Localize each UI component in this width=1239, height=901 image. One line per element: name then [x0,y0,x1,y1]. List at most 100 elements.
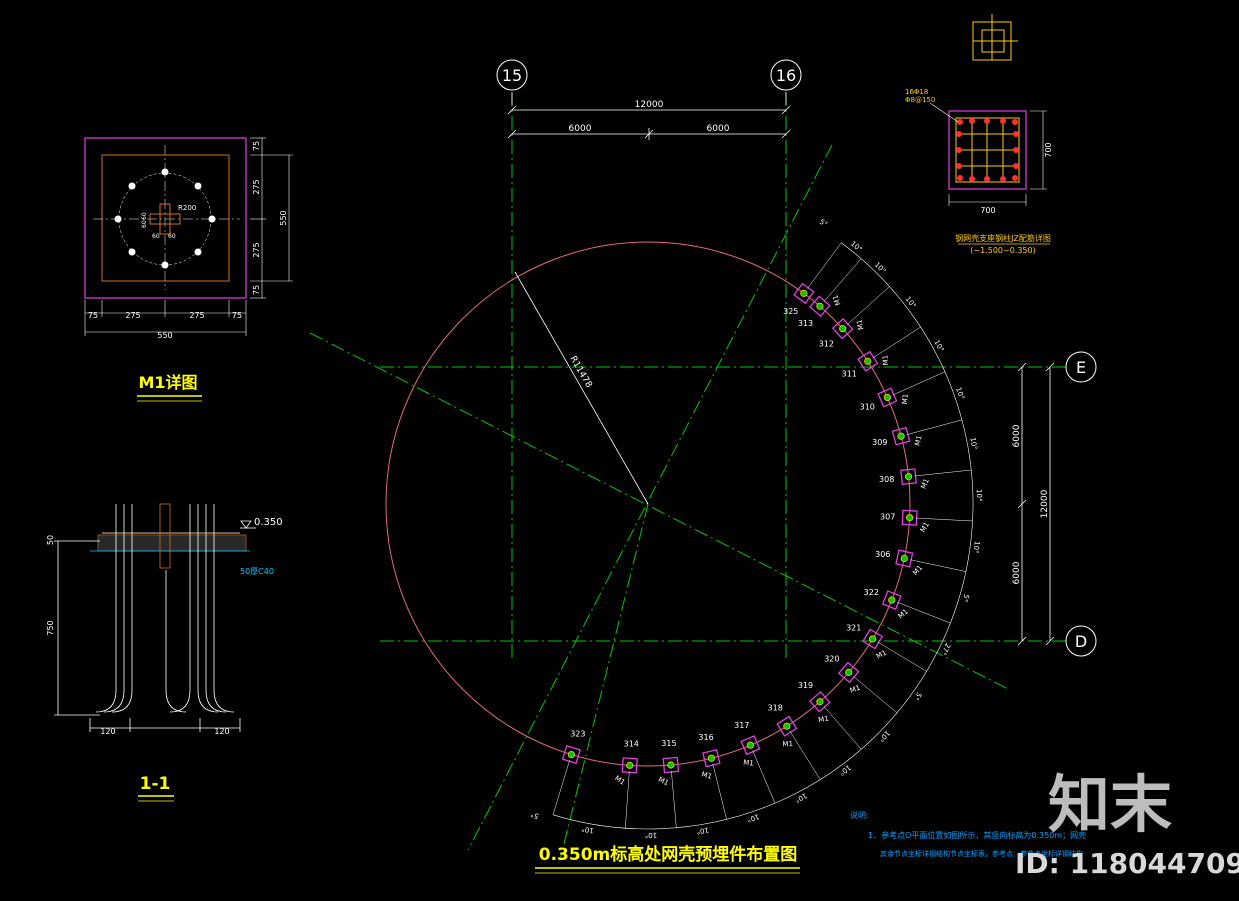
node-325: 325 [783,282,815,316]
column-section [929,102,1047,206]
svg-text:16: 16 [776,66,796,85]
svg-text:E: E [1076,358,1086,377]
column-key-plan-icon [972,14,1018,61]
node-id-label: 308 [879,475,894,484]
axis-bubble-15: 15 [496,59,528,105]
svg-text:15: 15 [502,66,522,85]
node-id-label: 312 [819,339,834,348]
dim-right-total: 12000 [1040,489,1050,518]
angle-label: 10° [873,261,887,275]
notes-head: 说明: [850,810,869,820]
angle-label: 10° [904,295,918,310]
angle-label: 10° [849,240,864,254]
section-elevation: 0.350 [254,517,283,528]
radius-label: R11478 [567,355,593,390]
node-plate-label: M1 [919,477,931,490]
node-id-label: 317 [734,721,749,730]
column-caption: 钢网壳支座钢柱JZ配筋详图 [955,233,1051,243]
section-dim-120b: 120 [214,727,229,736]
node-plate-label: M1 [782,740,793,748]
section-dim-120a: 120 [100,727,115,736]
watermark-id: ID: 1180447091 [1015,847,1239,880]
svg-text:75: 75 [252,285,261,295]
node-plate-label: M1 [913,435,923,447]
angle-tick [915,517,973,522]
angle-label: 10° [932,339,945,354]
angle-label: 10° [877,729,891,743]
node-plate-label: M1 [911,564,924,577]
svg-text:60: 60 [141,220,148,228]
svg-text:D: D [1075,632,1087,651]
angle-label: 10° [971,541,981,554]
column-caption-range: (−1.500~0.350) [970,246,1035,255]
radius-line [514,271,649,505]
node-id-label: 310 [860,402,875,411]
angle-tick [906,419,962,435]
section-dim-50: 50 [46,535,55,545]
angle-tick [752,750,776,804]
node-id-label: 325 [783,307,798,316]
dim-right-lower: 6000 [1012,561,1022,584]
node-plate-label: M1 [901,393,910,404]
node-id-label: 306 [875,550,890,559]
section-note: 50厚C40 [240,567,274,576]
svg-text:275: 275 [252,242,261,257]
node-id-label: 322 [864,588,879,597]
axis-bubble-D: D [1065,625,1097,657]
angle-dimension-arcs: 5°10°10°10°10°10°10°10°10°5°27°5°10°10°1… [530,218,983,839]
notes-line1: 1、参考点O平面位置如图所示，其竖向标高为0.350m；网壳 [868,830,1086,840]
svg-text:75: 75 [232,311,242,320]
svg-text:275: 275 [252,179,261,194]
svg-text:550: 550 [157,331,172,340]
angle-tick [853,676,898,714]
angle-tick [789,731,821,780]
node-plate-label: M1 [849,684,862,695]
svg-text:R200: R200 [178,204,196,212]
angle-label: 10° [581,824,595,834]
angle-label: 10° [793,791,808,804]
dims-right [1017,362,1055,646]
node-id-label: 307 [880,513,895,522]
grid-lines [309,92,1070,861]
angle-tick [877,641,927,672]
node-id-label: 316 [698,733,713,742]
m1-detail: R200 60 60 60 60 75 275 275 75 550 75 27… [84,137,293,340]
dim-top-left: 6000 [569,124,592,134]
dim-top-total: 12000 [635,100,664,110]
svg-text:550: 550 [279,210,288,225]
node-plate-label: M1 [700,770,712,781]
column-rebar-main: 16Φ18 [905,88,928,96]
node-plate-label: M1 [881,355,890,366]
angle-tick [914,469,972,477]
dims-top [507,105,791,140]
angle-tick [807,242,842,289]
angle-tick [872,326,921,359]
node-plate-label: M1 [743,758,754,767]
node-311: 311 M1 [842,350,890,378]
angle-tick [552,760,570,815]
section-title: 1-1 [140,774,171,794]
node-id-label: 321 [846,624,861,633]
node-id-label: 309 [872,438,887,447]
node-309: 309 M1 [872,426,924,447]
angle-tick [897,601,951,624]
node-plate-label: M1 [897,608,910,621]
node-id-label: 311 [842,369,857,378]
m1-detail-title: M1详图 [138,373,197,392]
svg-text:60: 60 [152,233,160,240]
angle-tick [823,706,862,750]
angle-label: 5° [960,593,970,603]
axis-bubble-E: E [1065,351,1097,383]
angle-tick [625,771,630,829]
angle-dim-arc [552,242,974,830]
